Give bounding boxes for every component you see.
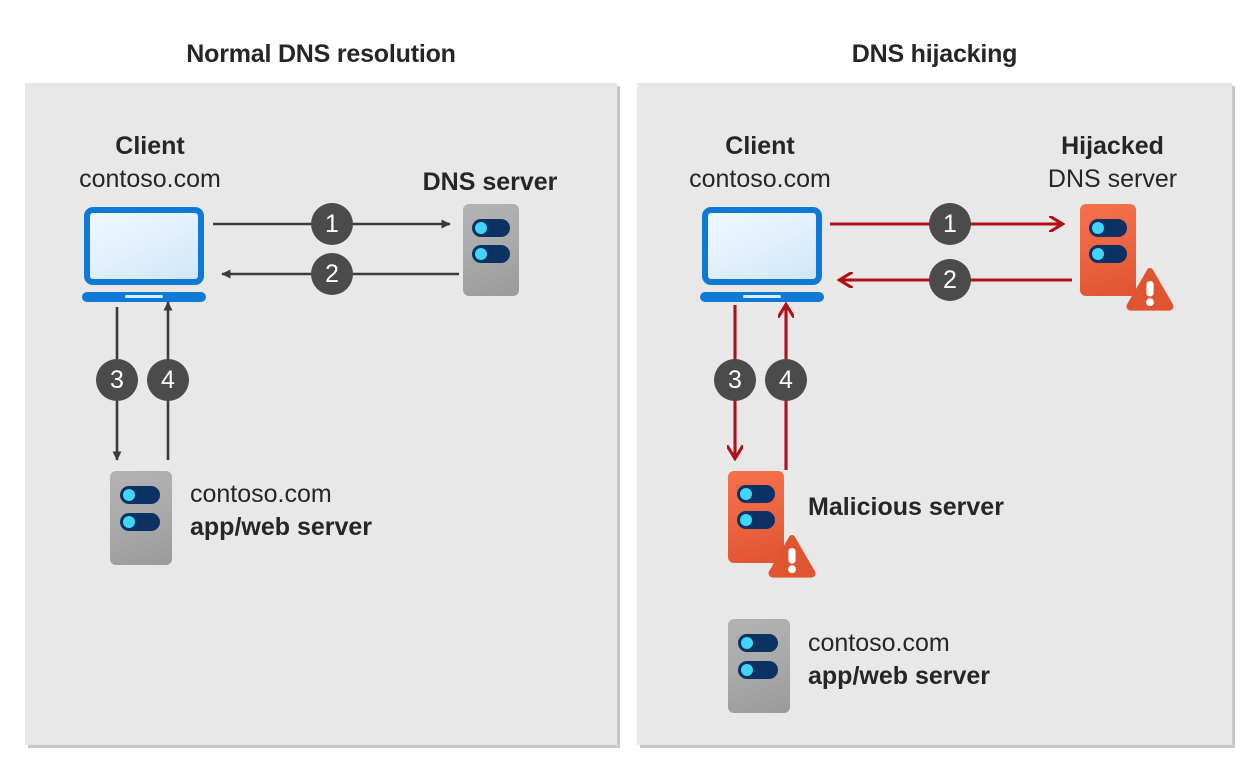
server-status-dot-icon <box>741 637 753 649</box>
server-status-dot-icon <box>741 664 753 676</box>
laptop-icon <box>82 207 206 303</box>
server-status-dot-icon <box>1092 248 1104 260</box>
server-status-dot-icon <box>475 222 487 234</box>
server-icon <box>110 471 172 565</box>
step-badge-4-hijacking: 4 <box>765 359 807 401</box>
server-status-dot-icon <box>123 489 135 501</box>
step-badge-1-hijacking: 1 <box>929 203 971 245</box>
server-drive-pill-icon <box>738 634 778 652</box>
server-drive-pill-icon <box>472 219 510 237</box>
malicious-server-label: Malicious server <box>808 493 1004 521</box>
server-icon <box>728 619 790 713</box>
server-status-dot-icon <box>1092 222 1104 234</box>
panel-normal-dns-resolution <box>25 83 617 745</box>
step-badge-4-normal: 4 <box>147 359 189 401</box>
laptop-notch-icon <box>125 295 163 298</box>
client-label-normal: Client contoso.com <box>40 130 260 196</box>
dns-server-title: DNS server <box>422 168 558 196</box>
server-drive-pill-icon <box>1089 219 1127 237</box>
dns-server-label-normal: DNS server <box>395 166 585 199</box>
step-badge-1-normal: 1 <box>311 203 353 245</box>
panel-title-dns-hijacking: DNS hijacking <box>851 40 1018 68</box>
hijacked-dns-server-subtitle: DNS server <box>1047 165 1178 193</box>
server-drive-pill-icon <box>120 513 160 531</box>
step-badge-3-hijacking: 3 <box>714 359 756 401</box>
client-title: Client <box>725 132 795 160</box>
server-drive-pill-icon <box>120 486 160 504</box>
app-web-server-role: app/web server <box>808 661 991 690</box>
app-web-server-label-hijacking: contoso.com app/web server <box>808 627 990 692</box>
server-drive-pill-icon <box>472 245 510 263</box>
server-drive-pill-icon <box>738 661 778 679</box>
panel-title-normal-dns-resolution: Normal DNS resolution <box>186 40 456 68</box>
step-badge-2-normal: 2 <box>311 253 353 295</box>
app-web-server-label-normal: contoso.com app/web server <box>190 478 372 543</box>
server-drive-pill-icon <box>737 485 775 503</box>
server-status-dot-icon <box>475 248 487 260</box>
server-status-dot-icon <box>740 488 752 500</box>
laptop-notch-icon <box>743 295 781 298</box>
server-drive-pill-icon <box>737 511 775 529</box>
server-icon-compromised <box>728 471 784 563</box>
server-drive-pill-icon <box>1089 245 1127 263</box>
app-web-server-role: app/web server <box>190 512 373 541</box>
server-icon-compromised <box>1080 204 1136 296</box>
client-subtitle: contoso.com <box>79 165 221 193</box>
step-badge-3-normal: 3 <box>96 359 138 401</box>
hijacked-dns-server-title: Hijacked <box>1061 132 1164 160</box>
hijacked-dns-server-label: Hijacked DNS server <box>1010 130 1215 196</box>
client-label-hijacking: Client contoso.com <box>650 130 870 196</box>
server-status-dot-icon <box>740 514 752 526</box>
laptop-icon <box>700 207 824 303</box>
warning-triangle-icon <box>1124 266 1176 312</box>
laptop-screen-icon <box>84 207 204 285</box>
server-status-dot-icon <box>123 516 135 528</box>
client-subtitle: contoso.com <box>689 165 831 193</box>
server-icon <box>463 204 519 296</box>
laptop-screen-icon <box>702 207 822 285</box>
app-web-server-domain: contoso.com <box>190 480 332 508</box>
warning-triangle-icon <box>766 533 818 579</box>
client-title: Client <box>115 132 185 160</box>
step-badge-2-hijacking: 2 <box>929 259 971 301</box>
app-web-server-domain: contoso.com <box>808 629 950 657</box>
